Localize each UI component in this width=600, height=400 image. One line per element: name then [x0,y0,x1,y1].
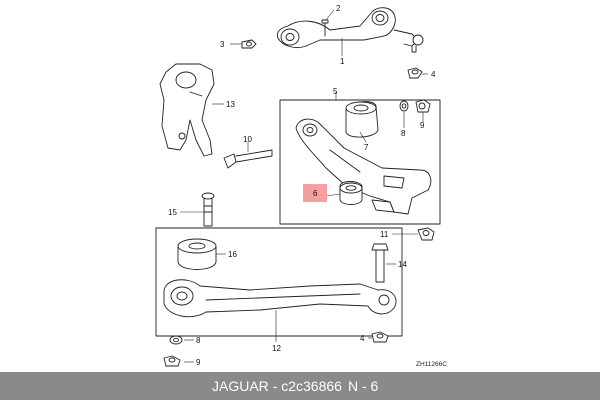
washer-8-box [399,100,409,112]
callout-9-box: 9 [420,121,425,130]
assembly-box-5 [279,99,441,225]
bolt-14 [371,243,389,283]
washer-8-lower [169,335,183,345]
callout-15: 15 [168,208,177,217]
lower-arm-5 [295,118,432,215]
callout-4-lower: 4 [360,334,365,343]
footer-callout-code: N - 6 [348,378,379,394]
callout-12: 12 [272,344,281,353]
bracket-13 [159,63,215,157]
nut-9-box [415,99,431,113]
bushing-7 [345,101,379,138]
footer-part-label: JAGUAR - c2c36866 [212,378,342,394]
callout-labels: 1 2 3 4 5 6 7 8 9 10 11 12 13 14 15 16 8… [168,4,436,367]
footer-bar: JAGUAR - c2c36866 N - 6 [0,372,600,400]
nut-11 [417,227,435,241]
callout-10: 10 [243,135,252,144]
bushing-16 [177,238,217,270]
callout-8-box: 8 [401,129,406,138]
callout-16: 16 [228,250,237,259]
callout-2: 2 [336,4,341,13]
callout-7: 7 [364,143,369,152]
nut-4-lower [371,331,389,343]
drawing-id: ZH11266C [416,361,447,368]
bushing-6 [339,181,363,205]
leader-lines [180,9,428,363]
callout-8-lower: 8 [196,336,201,345]
callout-3: 3 [220,40,225,49]
upper-control-arm [277,7,424,53]
nut-3 [241,39,257,49]
lower-arm-12 [163,279,397,318]
callout-9-lower: 9 [196,358,201,367]
highlight-callout-6 [303,184,327,202]
callout-11: 11 [380,230,389,239]
assembly-box-12 [155,227,403,337]
bolt-15 [201,192,215,227]
nut-4-top [407,67,423,79]
callout-4-top: 4 [431,70,436,79]
nut-9-lower [163,355,181,367]
callout-6: 6 [313,189,318,198]
bolt-10 [223,149,273,169]
bolt-2 [321,19,329,37]
callout-5: 5 [333,87,338,96]
callout-14: 14 [398,260,407,269]
callout-13: 13 [226,100,235,109]
callout-1: 1 [340,57,345,66]
